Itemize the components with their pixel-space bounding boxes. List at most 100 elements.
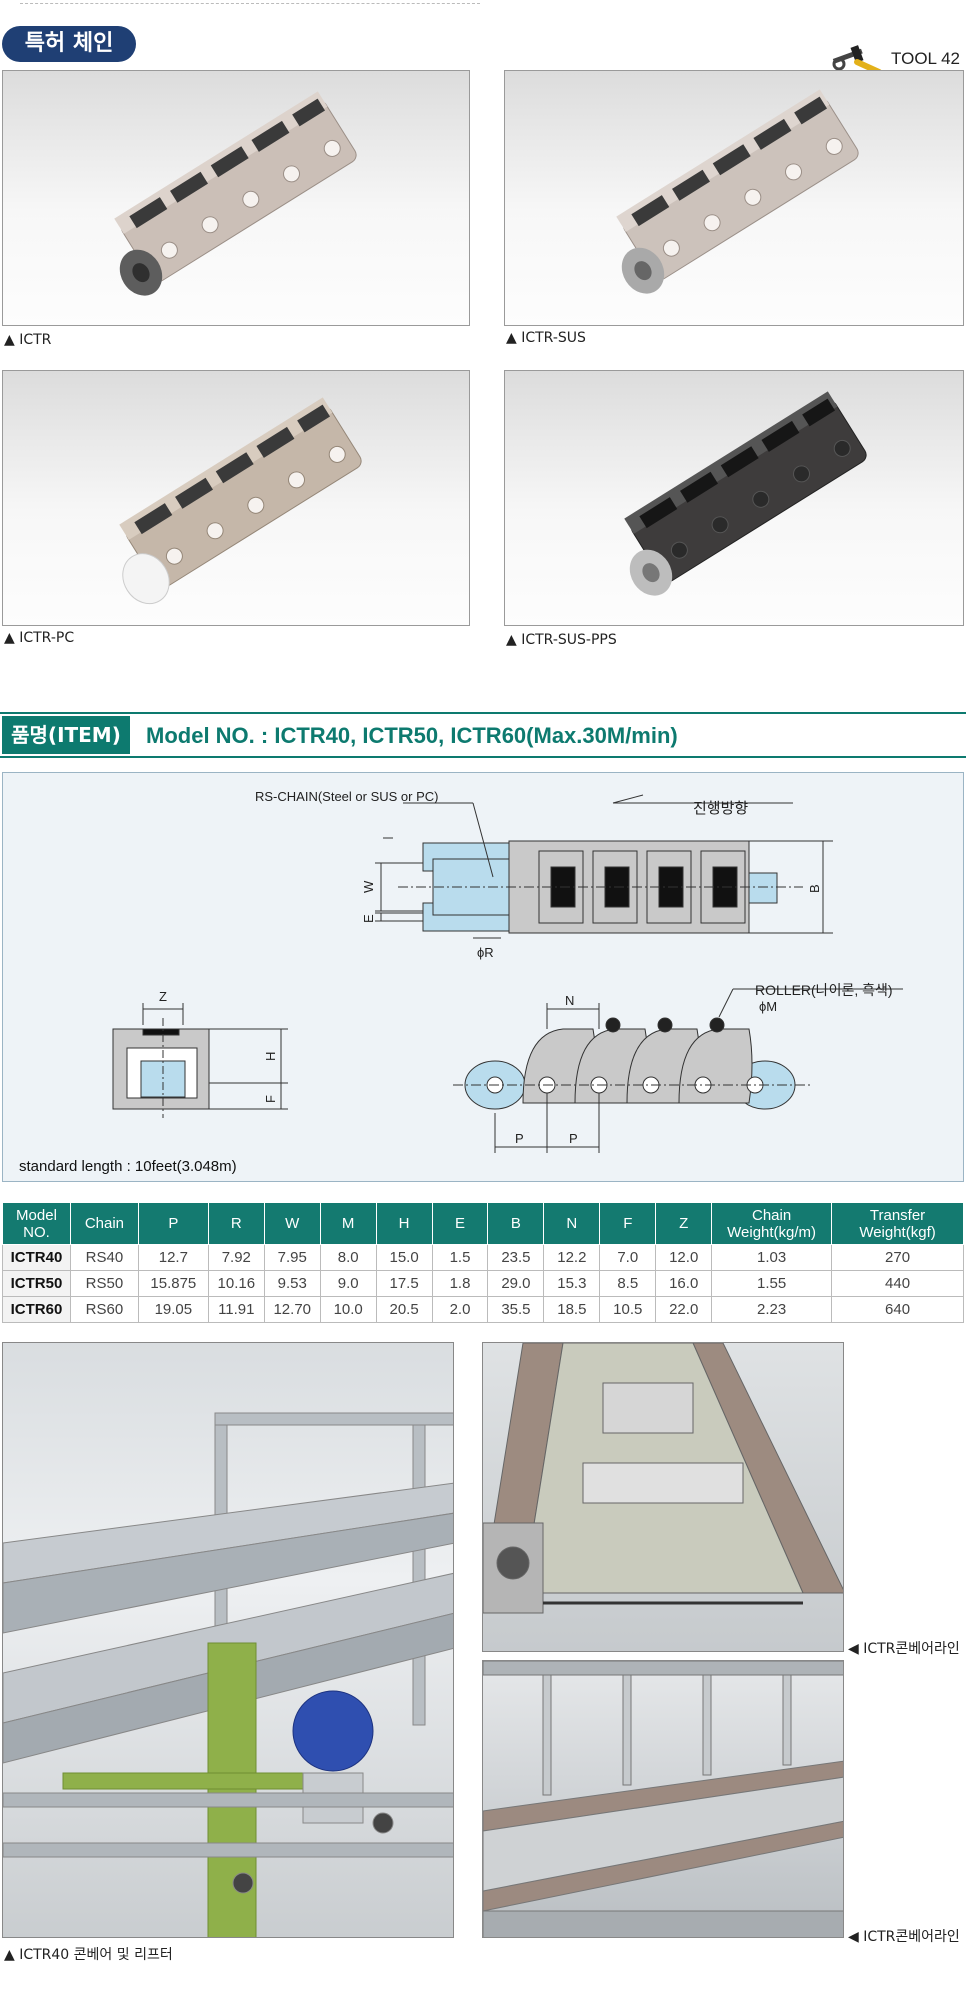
product-caption-ictr-sus: ▲ ICTR-SUS (506, 330, 586, 346)
header-cell: F (599, 1202, 657, 1245)
roller-label: ROLLER(나이론, 흑색) (755, 982, 893, 998)
header-cell: M (319, 1202, 377, 1245)
item-bar: 품명(ITEM) Model NO. : ICTR40, ICTR50, ICT… (0, 712, 966, 758)
table-row: ICTR50 RS50 15.875 10.16 9.53 9.0 17.5 1… (2, 1270, 964, 1297)
header-cell: Chain (69, 1202, 139, 1245)
table-cell: 1.03 (711, 1244, 833, 1271)
tool-label: TOOL 42 (827, 42, 960, 76)
table-cell: 2.23 (711, 1296, 833, 1323)
table-cell: 10.16 (207, 1270, 265, 1297)
conveyor-line-caption-bottom: ◀ ICTR콘베어라인 (848, 1929, 960, 1945)
dim-w-label: W (361, 880, 376, 893)
chain-illustration (624, 391, 867, 596)
direction-label: 진행방향 (693, 800, 748, 817)
dim-m-label: ϕM (759, 999, 777, 1014)
conveyor-line-illustration (483, 1661, 843, 1937)
table-cell: 270 (831, 1244, 964, 1271)
table-cell: 9.53 (263, 1270, 321, 1297)
table-cell: 8.0 (319, 1244, 377, 1271)
product-photo-ictr-sus-pps (504, 370, 964, 626)
table-cell: RS60 (69, 1296, 139, 1323)
table-cell: 9.0 (319, 1270, 377, 1297)
chain-illustration (119, 397, 362, 605)
table-cell: ICTR50 (2, 1270, 71, 1297)
conveyor-lifter-caption: ▲ ICTR40 콘베어 및 리프터 (4, 1947, 173, 1963)
dim-r-label: ϕR (477, 945, 494, 960)
conveyor-lifter-photo (2, 1342, 454, 1938)
header-cell: Chain Weight(kg/m) (711, 1202, 833, 1245)
header-cell: Model NO. (2, 1202, 71, 1245)
table-cell: 440 (831, 1270, 964, 1297)
product-caption-ictr-sus-pps: ▲ ICTR-SUS-PPS (506, 632, 617, 648)
table-cell: 35.5 (487, 1296, 545, 1323)
table-cell: 17.5 (375, 1270, 433, 1297)
header-cell: R (207, 1202, 265, 1245)
table-cell: 1.55 (711, 1270, 833, 1297)
table-cell: 29.0 (487, 1270, 545, 1297)
table-row: ICTR60 RS60 19.05 11.91 12.70 10.0 20.5 … (2, 1296, 964, 1323)
drawing-svg: RS-CHAIN(Steel or SUS or PC) 진행방향 ROLLER… (112, 789, 903, 1153)
top-cut-line (20, 0, 480, 4)
product-caption-ictr-pc: ▲ ICTR-PC (4, 630, 75, 646)
item-tag: 품명(ITEM) (2, 716, 130, 754)
product-photo-ictr-sus (504, 70, 964, 326)
section-badge: 특허 체인 (2, 26, 136, 62)
chain-illustration (616, 89, 859, 294)
dim-h-label: H (263, 1052, 278, 1061)
conveyor-line-caption-top: ◀ ICTR콘베어라인 (848, 1641, 960, 1657)
header-cell: Transfer Weight(kgf) (831, 1202, 964, 1245)
table-cell: 15.875 (137, 1270, 209, 1297)
table-cell: 11.91 (207, 1296, 265, 1323)
header-cell: H (375, 1202, 433, 1245)
product-photo-ictr (2, 70, 470, 326)
item-title: Model NO. : ICTR40, ICTR50, ICTR60(Max.3… (146, 723, 678, 748)
table-cell: 15.3 (543, 1270, 601, 1297)
conveyor-line-photo-top (482, 1342, 844, 1652)
table-cell: 7.92 (207, 1244, 265, 1271)
table-cell: 12.7 (137, 1244, 209, 1271)
table-cell: 1.8 (431, 1270, 489, 1297)
header-cell: N (543, 1202, 601, 1245)
spec-table: Model NO. Chain P R W M H E B N F Z Chai… (2, 1202, 964, 1323)
table-cell: 640 (831, 1296, 964, 1323)
table-cell: 7.95 (263, 1244, 321, 1271)
dim-f-label: F (263, 1095, 278, 1103)
header-cell: W (263, 1202, 321, 1245)
dim-p2-label: P (569, 1131, 578, 1146)
table-cell: RS40 (69, 1244, 139, 1271)
table-cell: 12.2 (543, 1244, 601, 1271)
dim-b-label: B (807, 884, 822, 893)
table-cell: 8.5 (599, 1270, 657, 1297)
spec-header-row: Model NO. Chain P R W M H E B N F Z Chai… (2, 1202, 964, 1245)
technical-drawing: RS-CHAIN(Steel or SUS or PC) 진행방향 ROLLER… (2, 772, 964, 1182)
table-cell: 2.0 (431, 1296, 489, 1323)
dim-z-label: Z (159, 989, 167, 1004)
table-cell: 19.05 (137, 1296, 209, 1323)
header-cell: P (137, 1202, 209, 1245)
table-cell: 10.5 (599, 1296, 657, 1323)
conveyor-line-photo-bottom (482, 1660, 844, 1938)
table-cell: ICTR40 (2, 1244, 71, 1271)
conveyor-illustration (3, 1412, 453, 1937)
table-cell: 15.0 (375, 1244, 433, 1271)
chain-illustration (114, 91, 357, 296)
table-cell: 22.0 (655, 1296, 713, 1323)
table-row: ICTR40 RS40 12.7 7.92 7.95 8.0 15.0 1.5 … (2, 1244, 964, 1271)
table-cell: 18.5 (543, 1296, 601, 1323)
table-cell: 10.0 (319, 1296, 377, 1323)
table-cell: 16.0 (655, 1270, 713, 1297)
table-cell: ICTR60 (2, 1296, 71, 1323)
header-cell: B (487, 1202, 545, 1245)
dim-n-label: N (565, 993, 574, 1008)
table-cell: 23.5 (487, 1244, 545, 1271)
dim-e-label: E (361, 914, 376, 923)
table-cell: 1.5 (431, 1244, 489, 1271)
table-cell: 7.0 (599, 1244, 657, 1271)
conveyor-line-illustration (483, 1343, 843, 1614)
header-cell: E (431, 1202, 489, 1245)
table-cell: RS50 (69, 1270, 139, 1297)
table-cell: 12.0 (655, 1244, 713, 1271)
product-photo-ictr-pc (2, 370, 470, 626)
table-cell: 12.70 (263, 1296, 321, 1323)
table-cell: 20.5 (375, 1296, 433, 1323)
